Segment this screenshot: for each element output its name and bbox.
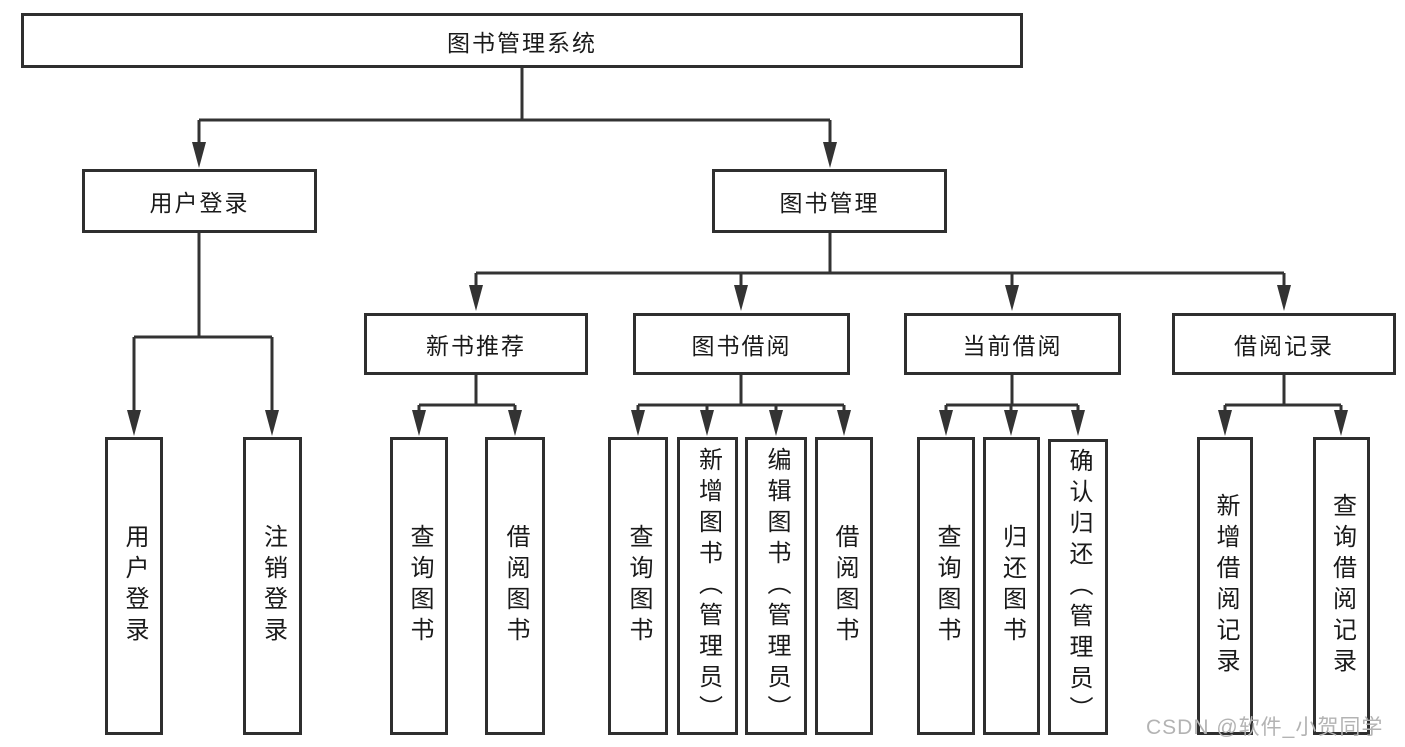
- leaf-record-query: 查询借阅记录: [1313, 437, 1370, 735]
- leaf-current-query-label: 查询图书: [933, 524, 960, 648]
- leaf-borrow-add-admin-label: 新增图书（管理员）: [694, 446, 722, 726]
- leaf-logout: 注销登录: [243, 437, 302, 735]
- leaf-record-add-label: 新增借阅记录: [1212, 493, 1239, 679]
- node-book-management-label: 图书管理: [779, 190, 880, 216]
- node-current-borrow-label: 当前借阅: [962, 333, 1063, 359]
- node-book-borrow-label: 图书借阅: [691, 333, 792, 359]
- node-book-management: 图书管理: [712, 169, 947, 233]
- leaf-current-confirm-admin: 确认归还（管理员）: [1048, 439, 1108, 735]
- leaf-borrow-query-label: 查询图书: [625, 524, 652, 648]
- leaf-borrow-book-label: 借阅图书: [831, 524, 858, 648]
- leaf-user-login: 用户登录: [105, 437, 163, 735]
- leaf-borrow-query: 查询图书: [608, 437, 668, 735]
- leaf-newbook-borrow-label: 借阅图书: [502, 524, 529, 648]
- node-new-book-recommend: 新书推荐: [364, 313, 588, 375]
- leaf-current-return-label: 归还图书: [998, 524, 1026, 648]
- leaf-newbook-query: 查询图书: [390, 437, 448, 735]
- leaf-borrow-add-admin: 新增图书（管理员）: [677, 437, 738, 735]
- node-new-book-recommend-label: 新书推荐: [426, 333, 526, 359]
- leaf-newbook-query-label: 查询图书: [406, 524, 433, 648]
- node-borrow-record-label: 借阅记录: [1234, 333, 1334, 359]
- leaf-user-login-label: 用户登录: [121, 524, 148, 648]
- watermark: CSDN @软件_小贺同学: [1146, 716, 1384, 739]
- node-current-borrow: 当前借阅: [904, 313, 1121, 375]
- leaf-logout-label: 注销登录: [259, 524, 287, 648]
- leaf-current-query: 查询图书: [917, 437, 975, 735]
- leaf-borrow-edit-admin: 编辑图书（管理员）: [745, 437, 807, 735]
- node-root-label: 图书管理系统: [447, 29, 597, 56]
- node-root: 图书管理系统: [21, 13, 1023, 68]
- node-user-login-label: 用户登录: [149, 190, 250, 216]
- node-book-borrow: 图书借阅: [633, 313, 850, 375]
- leaf-borrow-edit-admin-label: 编辑图书（管理员）: [763, 446, 790, 726]
- leaf-newbook-borrow: 借阅图书: [485, 437, 545, 735]
- leaf-record-query-label: 查询借阅记录: [1328, 493, 1356, 679]
- leaf-current-return: 归还图书: [983, 437, 1040, 735]
- leaf-current-confirm-admin-label: 确认归还（管理员）: [1065, 447, 1092, 727]
- leaf-borrow-book: 借阅图书: [815, 437, 873, 735]
- node-user-login: 用户登录: [82, 169, 317, 233]
- leaf-record-add: 新增借阅记录: [1197, 437, 1253, 735]
- node-borrow-record: 借阅记录: [1172, 313, 1396, 375]
